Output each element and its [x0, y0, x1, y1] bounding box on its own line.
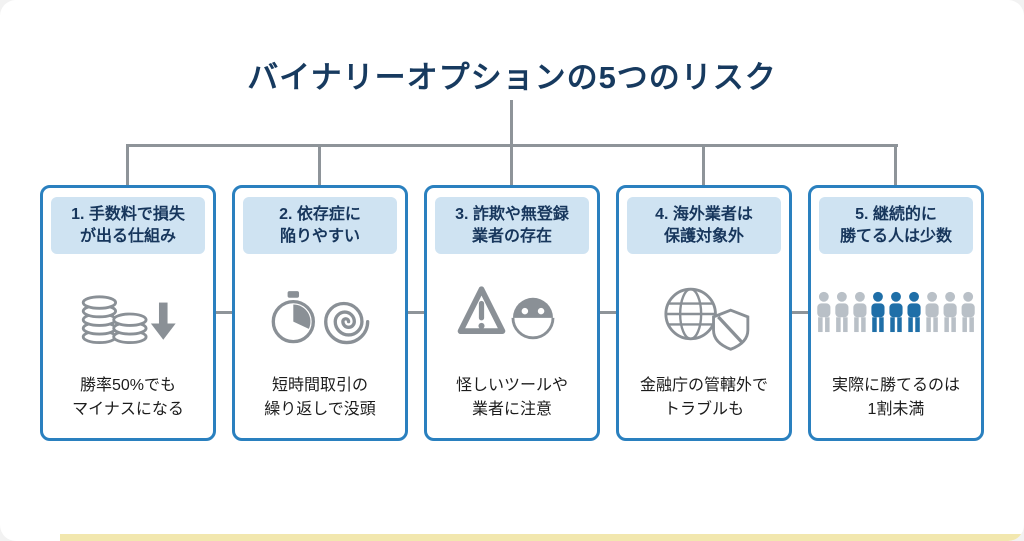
card-icon-wrap [43, 254, 213, 374]
card-header: 1. 手数料で損失 が出る仕組み [51, 197, 205, 255]
connector-mid-3-4 [596, 311, 620, 314]
connector-mid-2-3 [404, 311, 428, 314]
card-description: 怪しいツールや 業者に注意 [455, 377, 568, 418]
connector-drop-2 [318, 147, 321, 185]
connector-horizontal [126, 144, 898, 147]
connector-drop-3 [510, 147, 513, 185]
card-description: 金融庁の管轄外で トラブルも [639, 377, 768, 418]
card-icon-wrap [619, 254, 789, 374]
card-header: 4. 海外業者は 保護対象外 [627, 197, 781, 255]
card-description: 勝率50%でも マイナスになる [72, 377, 184, 418]
card-icon-wrap [811, 254, 981, 374]
card-header: 5. 継続的に 勝てる人は少数 [819, 197, 973, 255]
card-description: 短時間取引の 繰り返しで没頭 [264, 377, 376, 418]
connector-mid-4-5 [788, 311, 812, 314]
connector-drop-1 [126, 147, 129, 185]
warning-scammer-icon [457, 286, 555, 340]
bottom-accent-strip [60, 534, 1024, 541]
page-title: バイナリーオプションの5つのリスク [247, 60, 777, 95]
risk-card-2: 2. 依存症に 陥りやすい 短時間取引の 繰り返しで没頭 [232, 185, 408, 441]
risk-card-5: 5. 継続的に 勝てる人は少数 [808, 185, 984, 441]
card-header: 2. 依存症に 陥りやすい [243, 197, 397, 255]
coins-decrease-icon [81, 295, 176, 345]
few-winners-icon [817, 291, 975, 333]
connector-stem [510, 100, 513, 146]
connector-drop-4 [702, 147, 705, 185]
card-description: 実際に勝てるのは 1割未満 [831, 377, 960, 418]
globe-unprotected-icon [664, 287, 750, 351]
stopwatch-spiral-icon [271, 291, 370, 345]
risk-card-1: 1. 手数料で損失 が出る仕組み 勝率50%でも マイナスになる [40, 185, 216, 441]
card-header: 3. 詐欺や無登録 業者の存在 [435, 197, 589, 255]
card-icon-wrap [427, 254, 597, 374]
card-icon-wrap [235, 254, 405, 374]
risk-card-4: 4. 海外業者は 保護対象外 金融庁の管轄外で トラブルも [616, 185, 792, 441]
connector-drop-5 [894, 147, 897, 185]
risk-card-3: 3. 詐欺や無登録 業者の存在 怪しいツールや 業者に注意 [424, 185, 600, 441]
connector-mid-1-2 [212, 311, 236, 314]
